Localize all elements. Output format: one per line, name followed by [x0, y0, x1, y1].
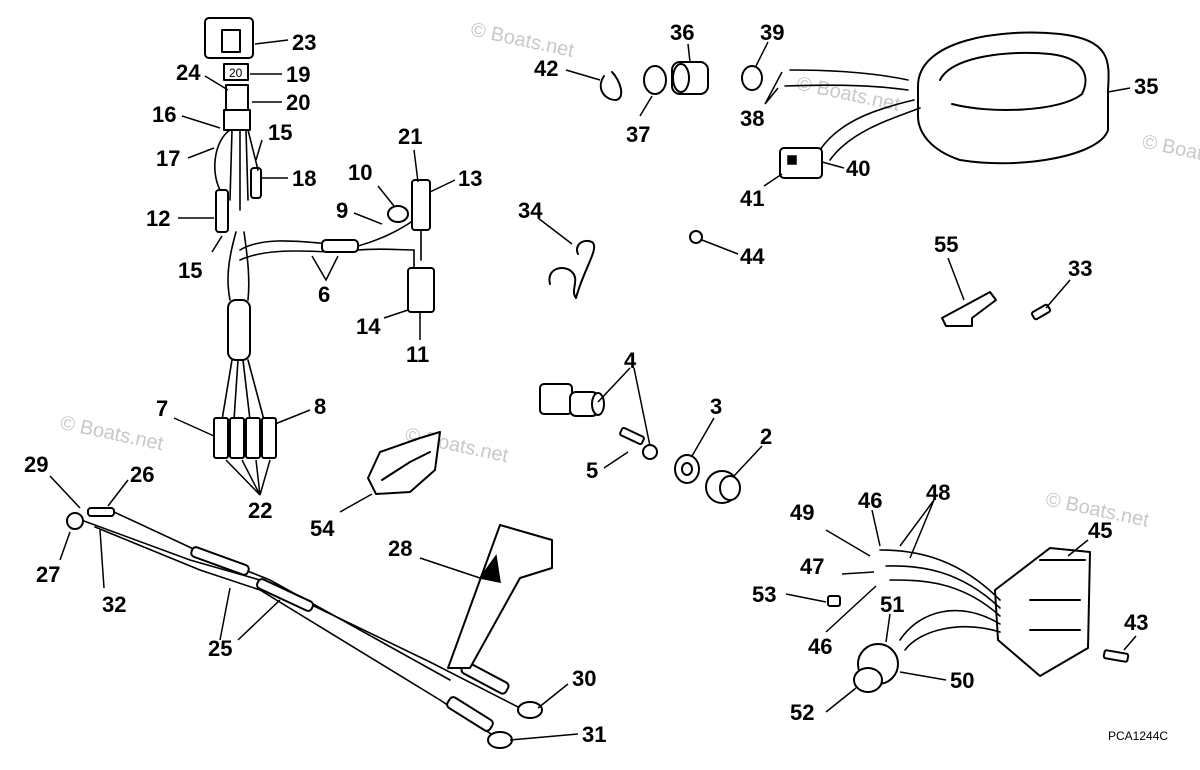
callout-25[interactable]: 25: [208, 636, 232, 661]
rectifier-part[interactable]: [827, 547, 1091, 693]
watermark: © Boats.net: [58, 412, 166, 455]
leader-lines: [49, 39, 1137, 741]
callout-30[interactable]: 30: [572, 666, 596, 691]
screw-part[interactable]: [1102, 649, 1130, 663]
watermark: © Boats.net: [1140, 131, 1200, 174]
callout-48[interactable]: 48: [926, 480, 950, 505]
callout-44[interactable]: 44: [740, 244, 765, 269]
callout-28[interactable]: 28: [388, 536, 412, 561]
callout-55[interactable]: 55: [934, 232, 958, 257]
callout-19[interactable]: 19: [286, 62, 310, 87]
callout-43[interactable]: 43: [1124, 610, 1148, 635]
stator-part[interactable]: [779, 31, 1110, 179]
callout-23[interactable]: 23: [292, 30, 316, 55]
callout-9[interactable]: 9: [336, 198, 348, 223]
bracket-part[interactable]: [941, 291, 997, 327]
callout-10[interactable]: 10: [348, 160, 372, 185]
callout-51[interactable]: 51: [880, 592, 904, 617]
callout-4[interactable]: 4: [624, 348, 637, 373]
watermark: © Boats.net: [469, 19, 577, 62]
callout-37[interactable]: 37: [626, 122, 650, 147]
grommet-part[interactable]: [367, 431, 441, 495]
callout-54[interactable]: 54: [310, 516, 335, 541]
callout-49[interactable]: 49: [790, 500, 814, 525]
screw-part[interactable]: [1030, 303, 1052, 321]
callout-21[interactable]: 21: [398, 124, 422, 149]
callout-33[interactable]: 33: [1068, 256, 1092, 281]
warning-decal-part[interactable]: [447, 524, 553, 669]
callout-53[interactable]: 53: [752, 582, 776, 607]
callout-39[interactable]: 39: [760, 20, 784, 45]
callout-46[interactable]: 46: [858, 488, 882, 513]
callout-46[interactable]: 46: [808, 634, 832, 659]
callout-12[interactable]: 12: [146, 206, 170, 231]
callout-42[interactable]: 42: [534, 56, 558, 81]
nut-part[interactable]: [689, 230, 703, 244]
callout-36[interactable]: 36: [670, 20, 694, 45]
callout-labels: 23 24 19 20 16 15 17 18 12 15 21 10 13 9…: [24, 20, 1158, 747]
callout-34[interactable]: 34: [518, 198, 543, 223]
callout-7[interactable]: 7: [156, 396, 168, 421]
callout-15[interactable]: 15: [178, 258, 202, 283]
callout-29[interactable]: 29: [24, 452, 48, 477]
svg-text:20: 20: [229, 66, 243, 80]
callout-3[interactable]: 3: [710, 394, 722, 419]
callout-27[interactable]: 27: [36, 562, 60, 587]
callout-15[interactable]: 15: [268, 120, 292, 145]
callout-26[interactable]: 26: [130, 462, 154, 487]
callout-35[interactable]: 35: [1134, 74, 1158, 99]
callout-38[interactable]: 38: [740, 106, 764, 131]
callout-31[interactable]: 31: [582, 722, 606, 747]
callout-41[interactable]: 41: [740, 186, 764, 211]
callout-18[interactable]: 18: [292, 166, 316, 191]
battery-harness-part[interactable]: [321, 179, 435, 313]
connector-parts[interactable]: [599, 61, 763, 101]
callout-5[interactable]: 5: [586, 458, 598, 483]
diagram-code: PCA1244C: [1108, 729, 1168, 743]
callout-14[interactable]: 14: [356, 314, 381, 339]
callout-22[interactable]: 22: [248, 498, 272, 523]
callout-17[interactable]: 17: [156, 146, 180, 171]
callout-11[interactable]: 11: [406, 342, 429, 367]
callout-13[interactable]: 13: [458, 166, 482, 191]
callout-8[interactable]: 8: [314, 394, 326, 419]
callout-32[interactable]: 32: [102, 592, 126, 617]
clip-part[interactable]: [548, 240, 596, 299]
callout-52[interactable]: 52: [790, 700, 814, 725]
callout-45[interactable]: 45: [1088, 518, 1112, 543]
callout-6[interactable]: 6: [318, 282, 330, 307]
callout-20[interactable]: 20: [286, 90, 310, 115]
callout-47[interactable]: 47: [800, 554, 824, 579]
battery-cable-part[interactable]: [66, 507, 543, 749]
fuse-harness-part[interactable]: 20: [204, 17, 331, 459]
callout-24[interactable]: 24: [176, 60, 201, 85]
callout-16[interactable]: 16: [152, 102, 176, 127]
callout-2[interactable]: 2: [760, 424, 772, 449]
callout-40[interactable]: 40: [846, 156, 870, 181]
callout-50[interactable]: 50: [950, 668, 974, 693]
watermark: © Boats.net: [795, 73, 903, 116]
